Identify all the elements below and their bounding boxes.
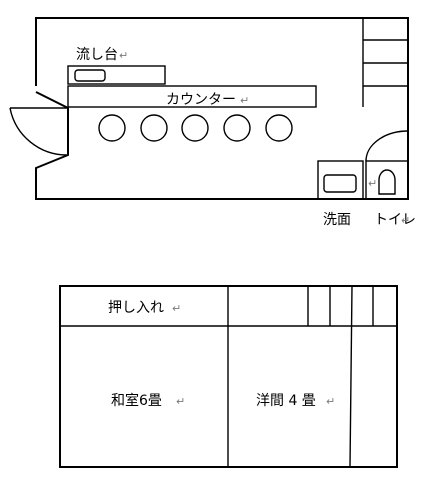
- closet-label: 押し入れ: [108, 300, 164, 316]
- return-mark: ↵: [326, 395, 335, 408]
- sink-label: 流し台: [76, 47, 118, 63]
- washroom-area: [317, 160, 364, 200]
- toilet-door: [365, 130, 409, 162]
- washroom-label: 洗面: [323, 212, 351, 228]
- counter-label: カウンター: [166, 92, 236, 108]
- stool: [181, 114, 209, 142]
- western-room-label: 洋間 4 畳: [256, 393, 316, 409]
- return-mark: ↵: [119, 49, 128, 62]
- toilet-area: [365, 160, 409, 200]
- toilet-label: トイレ: [374, 212, 416, 228]
- return-mark: ↵: [240, 94, 249, 107]
- stool: [98, 114, 126, 142]
- return-mark: ↵: [368, 177, 377, 190]
- staircase: [362, 18, 408, 107]
- upper-unit: 流し台 ↵ カウンター ↵ ↵ 洗面 トイレ ↵: [9, 17, 416, 228]
- stool: [265, 114, 293, 142]
- entrance-door: [9, 107, 69, 156]
- sink-basin: [74, 69, 106, 82]
- washbasin: [323, 174, 357, 193]
- lower-unit: 押し入れ ↵ 和室6畳 ↵ 洋間 4 畳 ↵: [59, 285, 398, 468]
- western-room-partition: [349, 285, 353, 468]
- sink-counter: [67, 65, 166, 85]
- tatami-room-label: 和室6畳: [111, 392, 162, 409]
- upper-unit-outer-wall: [35, 17, 409, 200]
- stool: [223, 114, 251, 142]
- return-mark: ↵: [172, 302, 181, 315]
- toilet-bowl: [378, 169, 396, 195]
- return-mark: ↵: [176, 395, 185, 408]
- bar-counter: [67, 85, 317, 108]
- stool: [140, 114, 168, 142]
- return-mark: ↵: [401, 214, 410, 227]
